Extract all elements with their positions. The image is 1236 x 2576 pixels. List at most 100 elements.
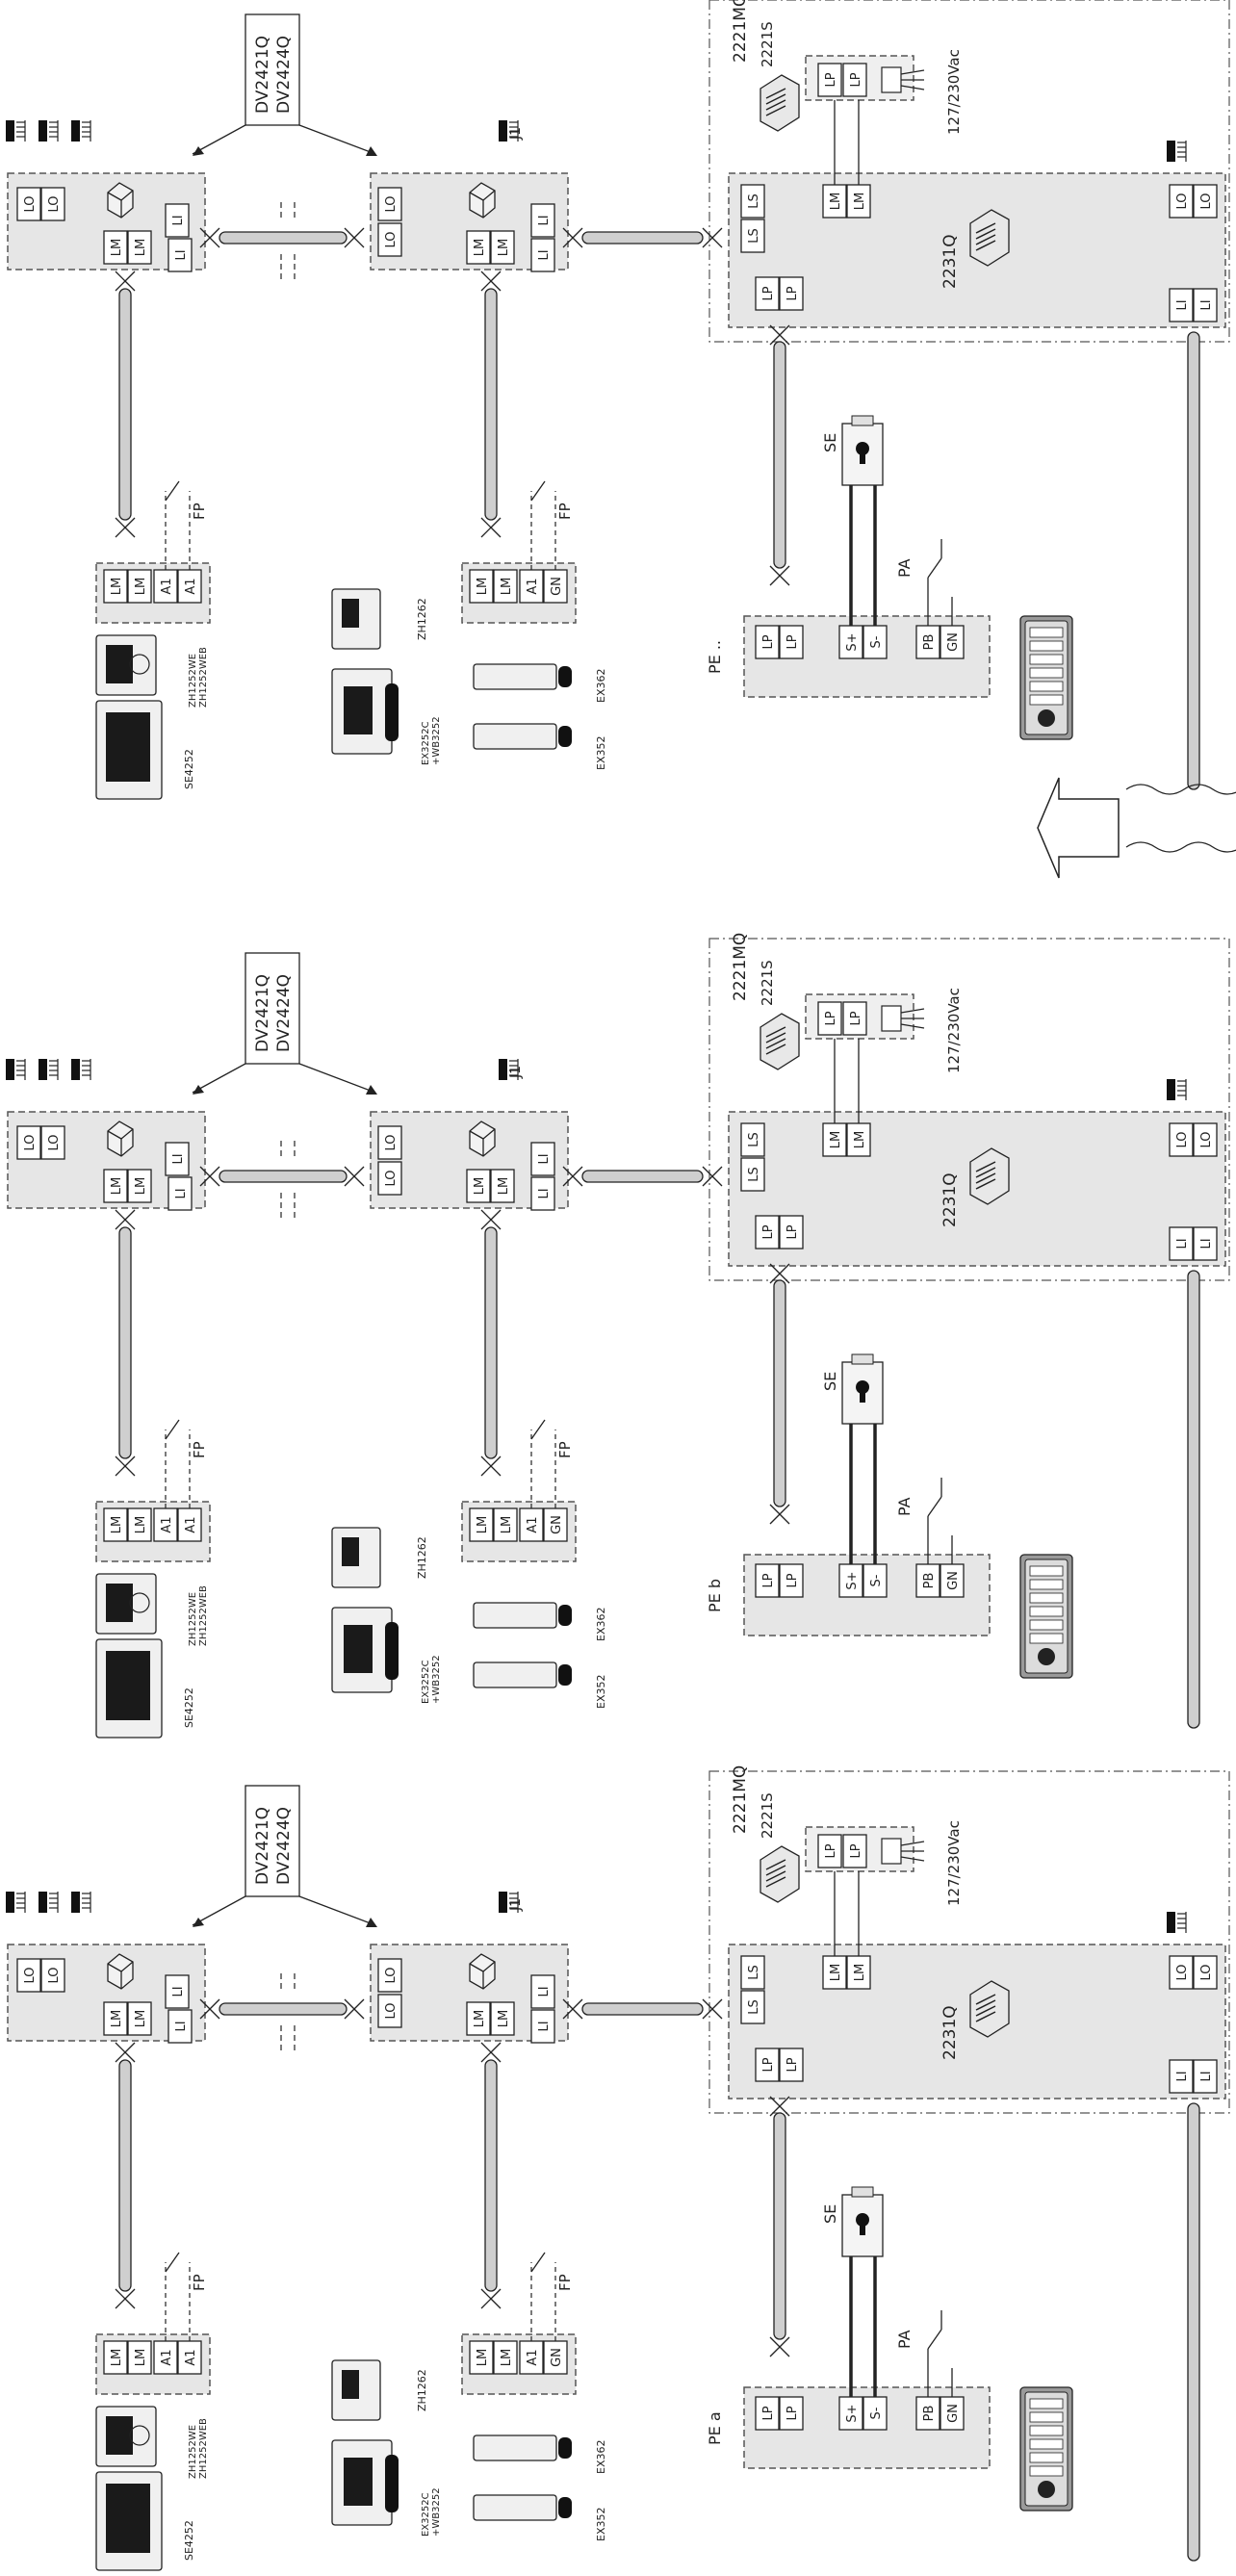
- jumper-icon-c-block: [71, 120, 80, 142]
- jumper-icon-b-block: [39, 1892, 47, 1913]
- electric-lock-icon-key: [856, 2213, 869, 2227]
- terminal-gn-label: GN: [946, 2404, 961, 2423]
- fan-apt2-top-b: [490, 2051, 502, 2063]
- fan-ctrl-left: [702, 227, 723, 248]
- fan-d2-right-b: [572, 1175, 583, 1187]
- terminal-lo-box: [377, 1994, 402, 2028]
- terminal-lp: LP: [779, 2048, 804, 2082]
- fan-d2-left-d: [353, 1175, 365, 1187]
- label-pa: PA: [895, 2330, 914, 2349]
- fan-apt2-bottom-d: [490, 1465, 502, 1477]
- fan-apt2-top-d: [490, 2042, 502, 2053]
- monitor-zh1252-icon-screen: [106, 645, 133, 683]
- fan-d2-right-d: [562, 237, 574, 248]
- label-dv2424q: DV2424Q: [274, 974, 294, 1052]
- terminal-lm-label: LM: [134, 1177, 148, 1195]
- fan-d2-right-b: [572, 2008, 583, 2020]
- terminal-lm: LM: [846, 184, 871, 219]
- terminal-lp-label: LP: [761, 2406, 776, 2420]
- controller-icon-slot: [975, 1161, 996, 1172]
- pa-switch: [927, 1496, 942, 1517]
- distributor-1-icon: [107, 182, 134, 219]
- electric-lock-icon: [841, 1353, 884, 1425]
- fan-apt2-bottom-b: [490, 517, 502, 528]
- fan-d2-right: [562, 1998, 583, 2020]
- terminal-lp-label: LP: [761, 634, 776, 649]
- terminal-li-box: [1169, 2059, 1194, 2094]
- label-monitor-models-line: ZH1252WEB: [198, 2418, 209, 2479]
- terminal-a1: A1: [177, 2340, 202, 2375]
- external-panel-icon-button: [1029, 654, 1064, 665]
- handset-receiver-icon: [385, 2455, 399, 2512]
- terminal-pb: PB: [915, 1563, 940, 1598]
- label-handset-models-line: +WB3252: [431, 716, 442, 765]
- external-panel-icon-button: [1029, 1633, 1064, 1644]
- controller-icon-slot: [975, 240, 996, 251]
- label-zh1262: ZH1262: [416, 2369, 428, 2411]
- terminal-a1-label: A1: [160, 1516, 174, 1533]
- handset-ex3252c-icon: [331, 2439, 393, 2526]
- terminal-ls: LS: [740, 1955, 765, 1990]
- label-door-panel: PE a: [706, 2411, 724, 2445]
- fan-apt2-bottom-c: [480, 1465, 492, 1477]
- lp-fan-top-a: [769, 2105, 781, 2117]
- terminal-lo: LO: [1169, 1955, 1194, 1990]
- door-cable: [773, 341, 786, 569]
- terminal-lo-box: [16, 187, 41, 221]
- fan-ctrl-left: [702, 1998, 723, 2020]
- fan-apt1-bottom-c: [115, 2298, 126, 2309]
- terminal-a1-label: A1: [526, 1516, 540, 1533]
- terminal-lm: LM: [469, 569, 494, 604]
- terminal-a1-box: [519, 1507, 544, 1542]
- terminal-lm-box: [493, 569, 518, 604]
- supply-terminal: [881, 1838, 902, 1865]
- terminal-lo: LO: [1169, 1122, 1194, 1157]
- fan-apt1-bottom-d: [124, 527, 136, 538]
- fan-apt2-top-c: [480, 2042, 492, 2053]
- terminal-lm-box: [103, 1169, 128, 1203]
- terminal-lm-box: [103, 2340, 128, 2375]
- fan-apt2-top-d: [490, 270, 502, 282]
- external-panel-icon-button: [1029, 2465, 1064, 2477]
- label-handset-models-line: EX3252C: [421, 2492, 431, 2537]
- label-se: SE: [821, 1372, 839, 1391]
- fan-ctrl-left-c: [711, 227, 723, 239]
- terminal-lm-box: [103, 569, 128, 604]
- fan-apt1-top: [115, 1209, 136, 1230]
- controller-icon-slot: [975, 1994, 996, 2005]
- terminal-lp: LP: [817, 1001, 842, 1036]
- terminal-li: LI: [530, 1176, 555, 1211]
- terminal-lp-box: [842, 1001, 867, 1036]
- terminal-lo-box: [40, 187, 65, 221]
- supply-lead-3: [900, 1023, 925, 1029]
- terminal-ls-box: [740, 219, 765, 253]
- terminal-lm: LM: [822, 1955, 847, 1990]
- label-door-panel: PE b: [706, 1579, 724, 1612]
- fan-d2-left-b: [344, 237, 355, 248]
- terminal-lp-label: LP: [849, 72, 863, 87]
- phone-ex362-receiver: [558, 666, 572, 687]
- label-dv2421q: DV2421Q: [253, 974, 272, 1052]
- monitor-se4252-icon: [95, 2471, 163, 2571]
- terminal-ls-box: [740, 1990, 765, 2024]
- lp-fan-top: [769, 1263, 790, 1284]
- distributor-arrow-right: [298, 1063, 376, 1094]
- terminal-gn-box: [543, 1507, 568, 1542]
- terminal-ls-label: LS: [747, 1999, 761, 2015]
- jumper-j1-icon-block: [499, 1892, 507, 1913]
- label-se: SE: [821, 2204, 839, 2224]
- external-panel-icon: [1019, 615, 1073, 740]
- label-pa: PA: [895, 1497, 914, 1516]
- external-panel-icon-button: [1029, 2425, 1064, 2436]
- terminal-li: LI: [167, 2009, 193, 2044]
- terminal-lp-box: [817, 1001, 842, 1036]
- door-station-outline: [708, 1770, 1230, 2114]
- label-monitor-models-line: ZH1252WE: [188, 1592, 198, 1646]
- fan-apt1-top-b: [124, 1219, 136, 1230]
- terminal-li-label: LI: [1199, 2071, 1214, 2081]
- distributor-arrow-left: [192, 1063, 246, 1094]
- terminal-li: LI: [1193, 2059, 1218, 2094]
- terminal-lo-label: LO: [1175, 1131, 1190, 1147]
- external-panel-icon: [1019, 1554, 1073, 1679]
- fan-apt1-bottom: [115, 1455, 136, 1477]
